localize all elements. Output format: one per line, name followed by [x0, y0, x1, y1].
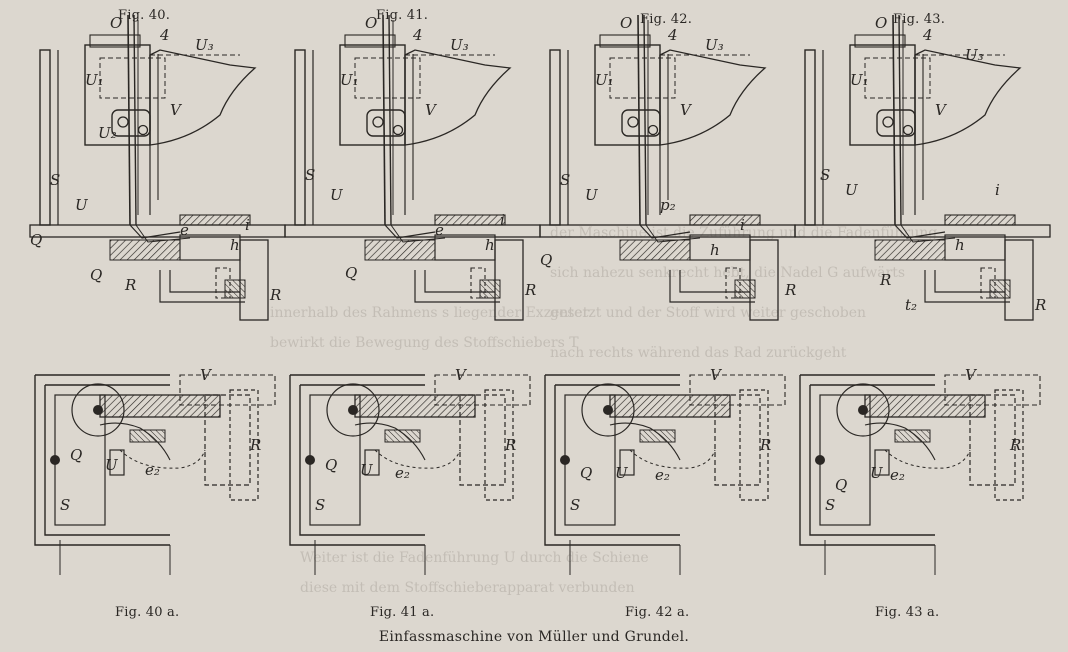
svg-text:U₃: U₃ [705, 36, 724, 54]
fig-41a-drawing: V Q U R S e₂ [289, 366, 531, 576]
svg-text:R: R [1034, 296, 1046, 314]
svg-text:Q: Q [90, 266, 102, 284]
svg-text:U: U [360, 461, 374, 479]
svg-text:O: O [620, 14, 632, 32]
svg-text:S: S [50, 171, 60, 189]
svg-text:U: U [870, 464, 884, 482]
svg-text:V: V [935, 101, 948, 119]
svg-text:U: U [330, 186, 344, 204]
svg-text:e: e [435, 221, 444, 239]
fig-label-42a: Fig. 42 a. [625, 605, 690, 620]
fig-label-43: Fig. 43. [893, 12, 946, 27]
svg-text:4: 4 [922, 26, 933, 44]
svg-text:U: U [585, 186, 599, 204]
svg-text:p₂: p₂ [660, 196, 676, 214]
svg-text:R: R [504, 436, 516, 454]
fig-41-drawing: O 4 U₃ U₁ V S U e i h Q R [284, 14, 541, 321]
svg-text:t₂: t₂ [905, 296, 917, 314]
svg-text:4: 4 [667, 26, 678, 44]
svg-text:Q: Q [345, 264, 357, 282]
svg-text:S: S [560, 171, 570, 189]
fig-43a-drawing: V Q U R S e₂ [799, 366, 1041, 576]
svg-text:Q: Q [835, 476, 847, 494]
svg-text:4: 4 [159, 26, 170, 44]
svg-text:V: V [965, 366, 978, 384]
svg-text:U₃: U₃ [195, 36, 214, 54]
svg-text:U: U [615, 464, 629, 482]
svg-text:e₂: e₂ [890, 466, 905, 484]
svg-text:e₂: e₂ [145, 461, 160, 479]
svg-text:R: R [784, 281, 796, 299]
fig-43-drawing: O 4 U₃ U₁ V S U i h R t₂ R [794, 14, 1051, 321]
svg-text:V: V [425, 101, 438, 119]
svg-text:S: S [60, 496, 70, 514]
svg-text:V: V [200, 366, 213, 384]
svg-text:S: S [305, 166, 315, 184]
svg-text:U₂: U₂ [98, 124, 117, 142]
svg-text:U₃: U₃ [965, 46, 984, 64]
svg-text:R: R [249, 436, 261, 454]
svg-text:O: O [875, 14, 887, 32]
svg-text:R: R [524, 281, 536, 299]
svg-text:i: i [995, 181, 1000, 199]
fig-label-41a: Fig. 41 a. [370, 605, 435, 620]
svg-text:V: V [680, 101, 693, 119]
svg-text:U₃: U₃ [450, 36, 469, 54]
svg-text:h: h [230, 236, 240, 254]
svg-text:U: U [75, 196, 89, 214]
svg-text:h: h [955, 236, 965, 254]
svg-text:U: U [845, 181, 859, 199]
svg-text:R: R [759, 436, 771, 454]
svg-text:Q: Q [325, 456, 337, 474]
figure-caption: Einfassmaschine von Müller und Grundel. [378, 629, 690, 645]
svg-text:Q: Q [70, 446, 82, 464]
svg-text:R: R [124, 276, 136, 294]
svg-text:R: R [1009, 436, 1021, 454]
fig-label-42: Fig. 42. [640, 12, 693, 27]
svg-text:U: U [105, 456, 119, 474]
svg-text:U₁: U₁ [595, 71, 614, 89]
svg-text:e₂: e₂ [395, 464, 410, 482]
svg-text:S: S [570, 496, 580, 514]
svg-text:h: h [485, 236, 495, 254]
svg-text:Q: Q [540, 251, 552, 269]
svg-text:Q: Q [30, 231, 42, 249]
svg-text:i: i [500, 211, 505, 229]
fig-42-drawing: O 4 U₃ U₁ V S U p₂ i h Q R [539, 14, 796, 321]
fig-label-40a: Fig. 40 a. [115, 605, 180, 620]
fig-40-drawing: O 4 U₃ U₁ V U₂ S U Q e i h Q R R [29, 14, 286, 321]
fig-42a-drawing: V Q U R S e₂ [544, 366, 786, 576]
svg-text:S: S [315, 496, 325, 514]
svg-text:R: R [269, 286, 281, 304]
svg-text:U₁: U₁ [850, 71, 869, 89]
svg-text:V: V [455, 366, 468, 384]
svg-text:h: h [710, 241, 720, 259]
fig-label-41: Fig. 41. [376, 8, 429, 23]
fig-40a-drawing: V Q U R S e₂ [34, 366, 276, 576]
svg-text:S: S [825, 496, 835, 514]
svg-text:4: 4 [412, 26, 423, 44]
svg-text:U₁: U₁ [85, 71, 104, 89]
svg-text:O: O [110, 14, 122, 32]
svg-text:V: V [170, 101, 183, 119]
fig-label-43a: Fig. 43 a. [875, 605, 940, 620]
svg-text:Q: Q [580, 464, 592, 482]
svg-text:i: i [740, 216, 745, 234]
svg-text:e: e [180, 221, 189, 239]
svg-text:S: S [820, 166, 830, 184]
svg-text:i: i [245, 216, 250, 234]
svg-text:R: R [879, 271, 891, 289]
fig-label-40: Fig. 40. [118, 8, 171, 23]
svg-text:e₂: e₂ [655, 466, 670, 484]
svg-text:O: O [365, 14, 377, 32]
svg-text:V: V [710, 366, 723, 384]
svg-text:U₁: U₁ [340, 71, 359, 89]
